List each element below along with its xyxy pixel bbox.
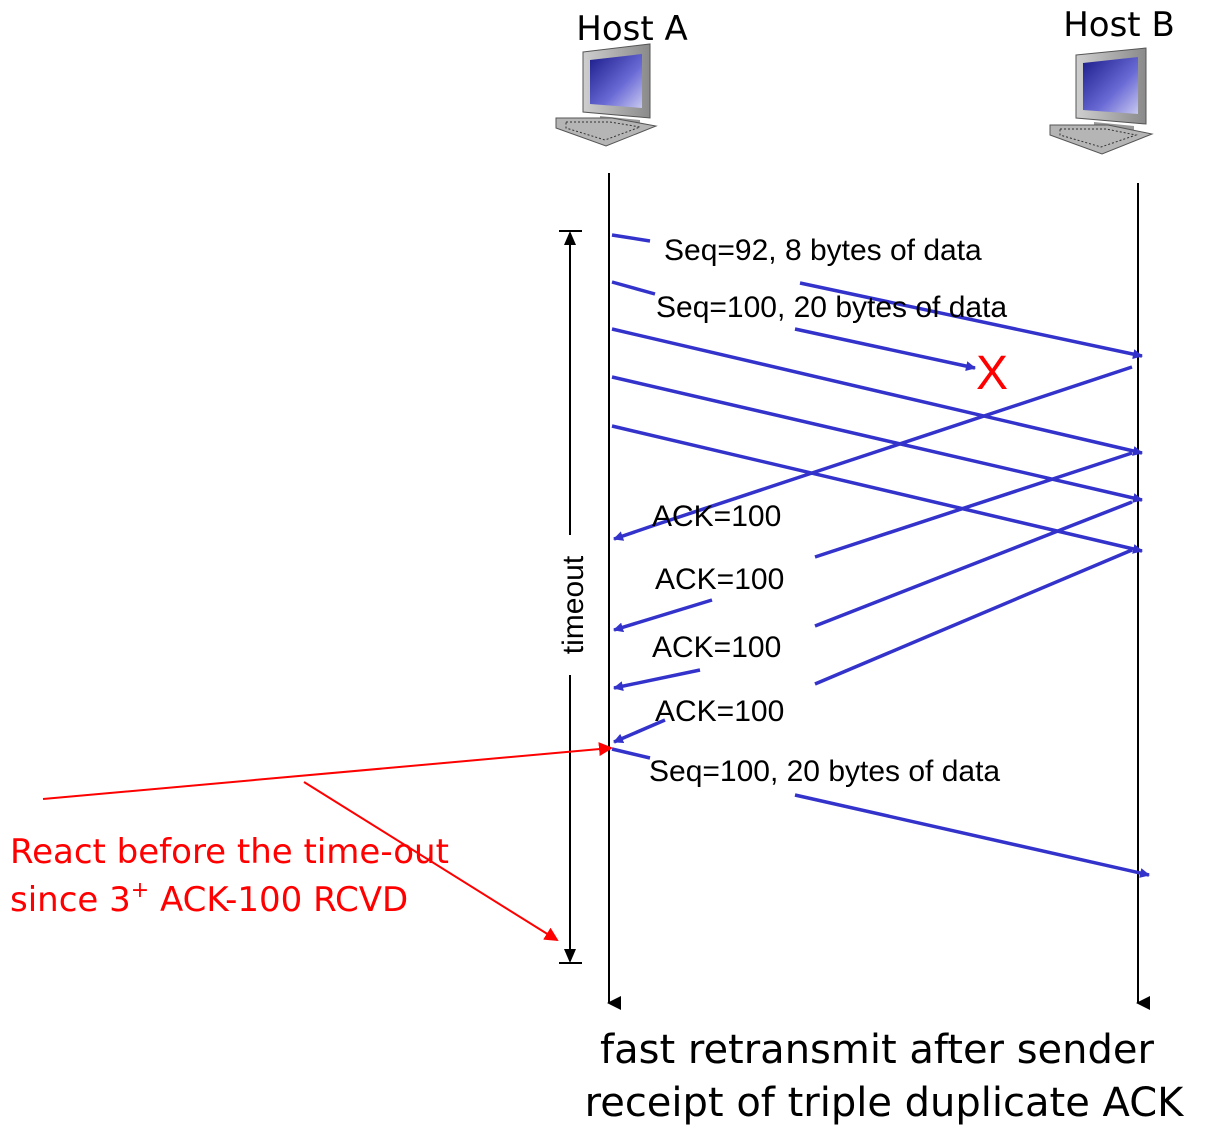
ack-4-arrow — [613, 718, 666, 744]
ack-3-arrow — [613, 668, 701, 692]
host-b-label: Host B — [1063, 5, 1175, 45]
retransmit-arrow — [794, 793, 1150, 878]
timeout-interval-bracket — [559, 230, 582, 964]
ack-label-1: ACK=100 — [652, 500, 781, 533]
ack-label-2: ACK=100 — [655, 563, 784, 596]
segment-data-5 — [611, 424, 1143, 554]
segment-seq92-arrow — [799, 281, 1143, 360]
reaction-annotation — [42, 742, 613, 942]
caption-line-2: receipt of triple duplicate ACK — [585, 1080, 1185, 1126]
segment-data-4 — [611, 375, 1143, 503]
segment-seq100-lost-arrow — [794, 327, 976, 371]
ack-1-line — [654, 365, 1133, 527]
caption-line-1: fast retransmit after sender — [600, 1027, 1154, 1073]
ack-4-line — [814, 548, 1133, 686]
seq100-label: Seq=100, 20 bytes of data — [656, 291, 1007, 324]
ack-label-3: ACK=100 — [652, 631, 781, 664]
note-line-2: since 3+ ACK-100 RCVD — [10, 878, 408, 920]
host-b-computer-icon — [1049, 47, 1154, 155]
retransmit-label: Seq=100, 20 bytes of data — [649, 755, 1000, 788]
segment-data-3 — [611, 327, 1143, 456]
retransmit-line — [611, 747, 651, 760]
ack-2-arrow — [613, 598, 713, 633]
segment-seq100-line — [611, 280, 656, 296]
note-line-2-superscript: + — [131, 878, 149, 903]
ack-2-line — [814, 451, 1133, 559]
ack-label-4: ACK=100 — [655, 695, 784, 728]
seq92-label: Seq=92, 8 bytes of data — [664, 234, 982, 267]
ack-1-arrow — [613, 523, 656, 541]
ack-3-line — [814, 500, 1133, 628]
host-a-computer-icon — [555, 43, 658, 147]
note-line-1: React before the time-out — [10, 832, 449, 872]
note-line-2-prefix: since 3 — [10, 880, 131, 920]
host-a-label: Host A — [576, 9, 687, 49]
note-line-2-suffix: ACK-100 RCVD — [149, 880, 408, 920]
timeout-label: timeout — [557, 555, 590, 654]
segment-seq92-line — [611, 233, 651, 243]
packet-loss-mark: X — [976, 347, 1008, 400]
